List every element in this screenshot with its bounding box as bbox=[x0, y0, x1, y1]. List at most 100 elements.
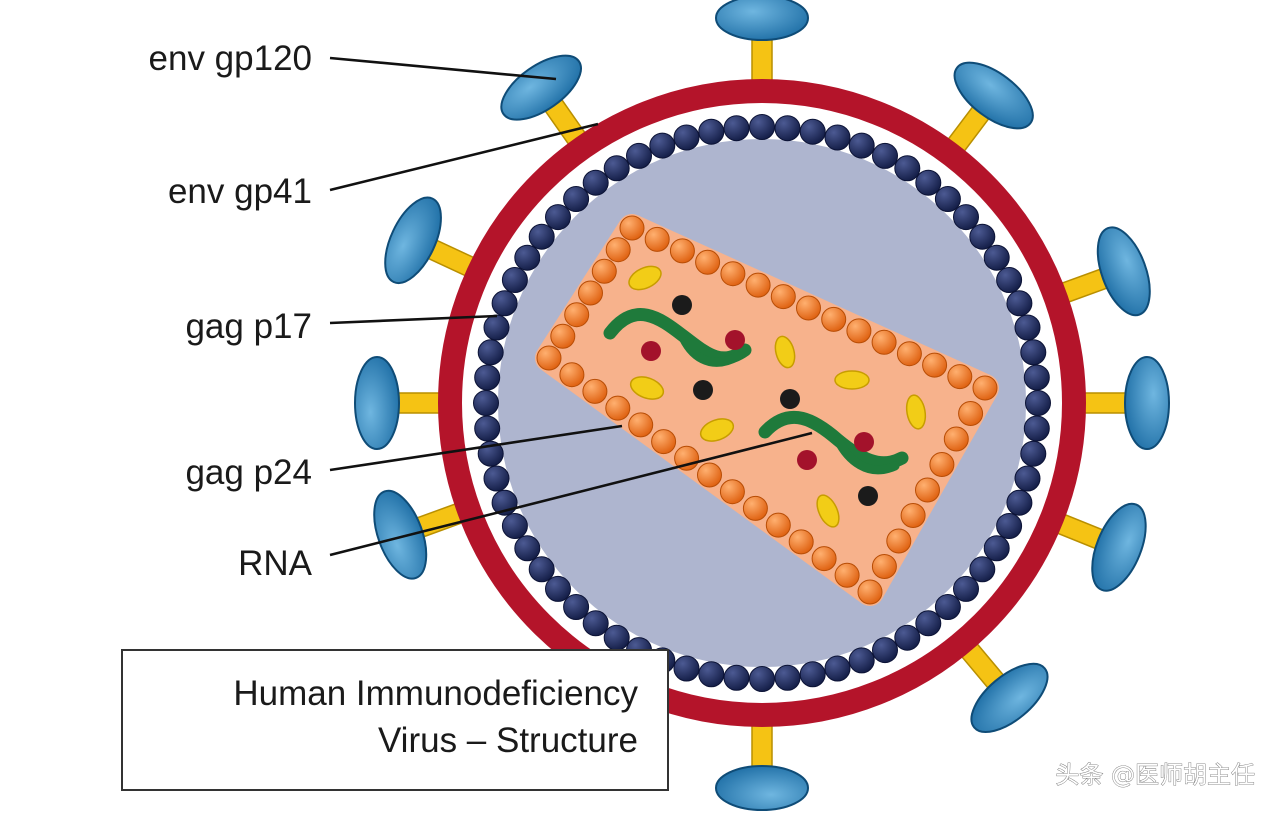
spike bbox=[715, 712, 809, 811]
matrix-bead bbox=[1020, 440, 1047, 467]
leader-line-p17 bbox=[329, 314, 498, 325]
capsid-bead bbox=[821, 306, 847, 332]
matrix-bead bbox=[698, 661, 725, 688]
matrix-bead bbox=[1006, 489, 1033, 516]
matrix-bead bbox=[483, 465, 510, 492]
oval-marker bbox=[774, 335, 796, 369]
matrix-bead bbox=[582, 610, 609, 637]
matrix-bead bbox=[649, 132, 676, 159]
matrix-bead bbox=[996, 267, 1023, 293]
oval-marker bbox=[628, 265, 662, 291]
matrix-bead bbox=[934, 594, 961, 620]
leader-line-p24 bbox=[329, 424, 623, 472]
spike-head-gp120 bbox=[500, 54, 582, 121]
capsid-bead bbox=[697, 462, 722, 488]
capsid-bead bbox=[742, 495, 768, 521]
capsid-bead bbox=[770, 284, 796, 310]
matrix-bead bbox=[603, 624, 630, 651]
matrix-bead bbox=[894, 155, 921, 182]
matrix-bead bbox=[603, 155, 630, 182]
capsid-bead bbox=[578, 280, 603, 306]
enzyme-dot-black bbox=[672, 295, 692, 315]
matrix-bead bbox=[698, 118, 725, 145]
matrix-bead bbox=[848, 132, 875, 159]
enzyme-dot-red bbox=[641, 341, 661, 361]
oval-marker bbox=[905, 394, 927, 430]
matrix-bead bbox=[969, 556, 996, 583]
capsid-bead bbox=[796, 295, 821, 321]
leader-lines bbox=[329, 56, 813, 557]
matrix-bead bbox=[723, 664, 750, 691]
enzyme-dot-black bbox=[693, 380, 713, 400]
spike-head-gp120 bbox=[1096, 226, 1151, 317]
matrix-bead bbox=[1006, 290, 1033, 317]
spike-head-gp120 bbox=[970, 662, 1049, 733]
spike-head-gp120 bbox=[1091, 502, 1147, 592]
matrix-bead bbox=[824, 124, 851, 151]
capsid-bead bbox=[564, 302, 590, 328]
matrix-bead bbox=[749, 666, 775, 692]
matrix-bead bbox=[915, 610, 942, 637]
capsid-bead bbox=[605, 395, 631, 421]
matrix-bead bbox=[491, 290, 518, 317]
capsid-bead bbox=[788, 529, 814, 555]
matrix-bead bbox=[545, 204, 571, 231]
capsid-bead bbox=[669, 238, 695, 264]
matrix-bead bbox=[953, 204, 979, 231]
leader-line-rna bbox=[329, 431, 813, 557]
matrix-bead bbox=[473, 390, 499, 416]
capsid-bead bbox=[922, 352, 948, 378]
matrix-bead bbox=[934, 186, 961, 212]
matrix-bead bbox=[673, 655, 700, 682]
oval-marker bbox=[816, 494, 840, 528]
oval-marker bbox=[699, 418, 735, 442]
capsid-bead bbox=[834, 562, 860, 588]
matrix-bead bbox=[1023, 364, 1050, 391]
matrix-bead bbox=[894, 624, 921, 651]
matrix-bead bbox=[799, 118, 826, 145]
capsid-ovals bbox=[628, 265, 927, 528]
matrix-bead bbox=[582, 169, 609, 196]
watermark-text: 头条 @医师胡主任 bbox=[1055, 761, 1255, 789]
matrix-bead bbox=[477, 339, 504, 366]
matrix-bead bbox=[501, 513, 528, 539]
matrix-bead bbox=[483, 314, 510, 341]
enzyme-dot-red bbox=[797, 450, 817, 470]
matrix-bead bbox=[563, 594, 590, 620]
capsid-bead bbox=[619, 215, 645, 241]
capsid-bead bbox=[915, 477, 940, 503]
capsid-bead bbox=[886, 528, 912, 554]
matrix-bead bbox=[514, 244, 541, 271]
label-gag-p17: gag p17 bbox=[185, 307, 312, 346]
matrix-bead bbox=[848, 647, 875, 674]
capsid-bead bbox=[644, 226, 670, 252]
spike-head-gp120 bbox=[354, 356, 400, 450]
spike-head-gp120 bbox=[715, 0, 809, 41]
capsid-bead bbox=[765, 512, 791, 538]
matrix-bead bbox=[723, 115, 750, 142]
capsid-bead bbox=[591, 258, 617, 284]
capsid-bead bbox=[582, 378, 608, 404]
capsid-bead bbox=[651, 429, 677, 455]
enzyme-dot-black bbox=[780, 389, 800, 409]
matrix-bead bbox=[545, 575, 571, 602]
matrix-bead bbox=[824, 655, 851, 682]
rna-strand-2-tail bbox=[833, 435, 900, 475]
enzyme-dot-red bbox=[725, 330, 745, 350]
spike-head-gp120 bbox=[1124, 356, 1170, 450]
matrix-bead bbox=[915, 169, 942, 196]
capsid-bead bbox=[605, 237, 631, 263]
spike-head-gp120 bbox=[384, 196, 442, 285]
spike bbox=[1071, 356, 1170, 450]
matrix-bead bbox=[528, 223, 555, 250]
leader-line-gp41 bbox=[329, 122, 599, 192]
title-box bbox=[121, 649, 669, 791]
enzyme-dot-red bbox=[854, 432, 874, 452]
capsid-bead-layer bbox=[536, 215, 998, 605]
capsid-bead bbox=[943, 426, 969, 452]
title-line-1: Human Immunodeficiency bbox=[233, 674, 638, 713]
label-rna: RNA bbox=[238, 544, 313, 583]
matrix-bead bbox=[996, 513, 1023, 539]
capsid-bead bbox=[947, 364, 973, 390]
